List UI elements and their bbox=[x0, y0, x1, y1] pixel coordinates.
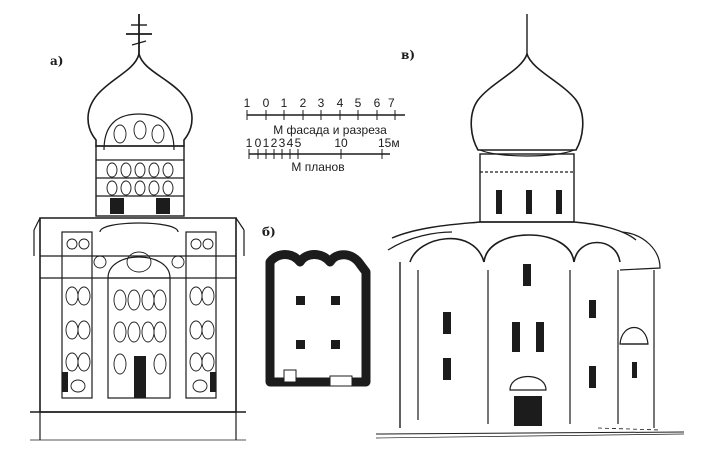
scale2-num-4: 3 bbox=[279, 136, 286, 150]
scale1-num-5: 4 bbox=[337, 96, 344, 110]
scale1-num-1: 0 bbox=[263, 96, 270, 110]
scale2-num-0: 1 bbox=[246, 136, 253, 150]
scale2-num-7: 10 bbox=[334, 136, 348, 150]
scale2-num-1: 0 bbox=[255, 136, 262, 150]
facade-drawing bbox=[375, 14, 685, 439]
scale1-num-7: 6 bbox=[374, 96, 381, 110]
scale2-num-5: 4 bbox=[287, 136, 294, 150]
label-facade: в) bbox=[401, 48, 416, 62]
label-plan: б) bbox=[262, 225, 276, 239]
scale-bar-facade: 1 0 1 2 3 4 5 6 7 8м М фасада и разреза bbox=[244, 96, 405, 137]
scale1-num-0: 1 bbox=[244, 96, 251, 110]
section-drawing bbox=[30, 14, 246, 441]
scale1-caption: М фасада и разреза bbox=[273, 123, 387, 137]
scale2-num-3: 2 bbox=[271, 136, 278, 150]
scale2-num-6: 5 bbox=[295, 136, 302, 150]
scale1-num-6: 5 bbox=[355, 96, 362, 110]
scale1-num-3: 2 bbox=[300, 96, 307, 110]
scale1-num-2: 1 bbox=[281, 96, 288, 110]
scale2-caption: М планов bbox=[291, 160, 344, 174]
scale1-num-4: 3 bbox=[318, 96, 325, 110]
scale2-num-2: 1 bbox=[263, 136, 270, 150]
scale2-num-8: 15м bbox=[378, 136, 400, 150]
scale1-num-8: 7 bbox=[388, 96, 395, 110]
scale-bar-plan: 1 0 1 2 3 4 5 10 15м М планов bbox=[246, 136, 400, 174]
plan-drawing bbox=[265, 250, 371, 387]
label-section: а) bbox=[50, 54, 64, 68]
